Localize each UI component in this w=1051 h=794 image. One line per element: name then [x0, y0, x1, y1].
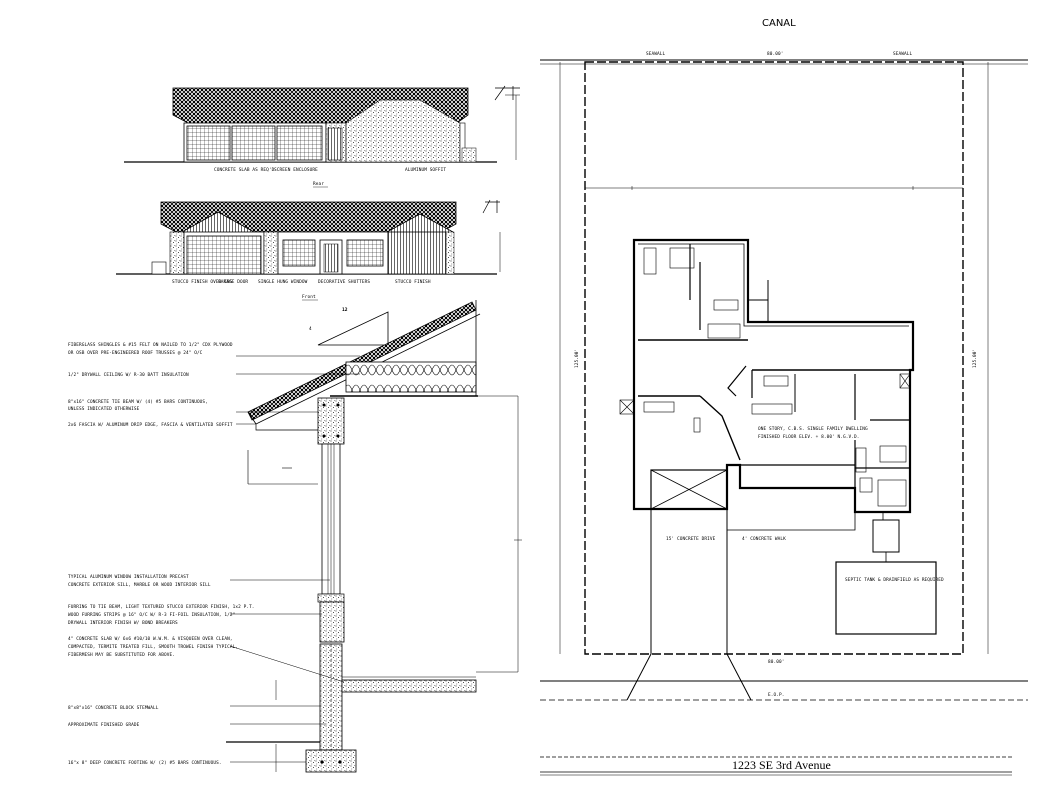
- section-note-12: 4" CONCRETE SLAB W/ 6x6 #10/10 W.W.M. & …: [68, 636, 233, 642]
- right-dim: 125.00': [972, 349, 978, 368]
- top-dim-right: SEAWALL: [893, 51, 912, 57]
- section-note-5: UNLESS INDICATED OTHERWISE: [68, 406, 140, 412]
- walk-label: 4' CONCRETE WALK: [742, 536, 786, 542]
- section-note-16: APPROXIMATE FINISHED GRADE: [68, 722, 140, 728]
- section-note-3: 1/2" DRYWALL CEILING W/ R-30 BATT INSULA…: [68, 372, 189, 378]
- rear-elevation-title: Rear: [313, 181, 324, 187]
- section-note-14: FIBERMESH MAY BE SUBSTITUTED FOR ABOVE.: [68, 652, 175, 658]
- section-note-13: COMPACTED, TERMITE TREATED FILL, SMOOTH …: [68, 644, 238, 650]
- section-note-1: FIBERGLASS SHINGLES & #15 FELT ON NAILED…: [68, 342, 233, 348]
- drive-label: 15' CONCRETE DRIVE: [666, 536, 716, 542]
- section-note-8: CONCRETE EXTERIOR SILL, MARBLE OR WOOD I…: [68, 582, 211, 588]
- dwelling-note-1: ONE STORY, C.B.S. SINGLE FAMILY DWELLING: [758, 426, 868, 432]
- rear-note-1: CONCRETE SLAB AS REQ'D: [214, 167, 275, 173]
- section-note-11: DRYWALL INTERIOR FINISH W/ BOND BREAKERS: [68, 620, 178, 626]
- front-elevation: STUCCO FINISH OVER CBS GARAGE DOOR SINGL…: [116, 199, 501, 301]
- front-elevation-title: Front: [302, 294, 316, 300]
- section-note-10: WOOD FURRING STRIPS @ 16" O/C W/ R-3 FI-…: [68, 612, 235, 618]
- rear-note-3: ALUMINUM SOFFIT: [405, 167, 446, 173]
- section-note-15: 8"x8"x16" CONCRETE BLOCK STEMWALL: [68, 705, 159, 711]
- section-note-2: OR OSB OVER PRE-ENGINEERED ROOF TRUSSES …: [68, 350, 203, 356]
- eop-label: E.O.P.: [768, 692, 784, 698]
- canal-label: CANAL: [762, 18, 796, 29]
- septic-label: SEPTIC TANK & DRAINFIELD AS REQUIRED: [845, 577, 944, 583]
- front-note-2: GARAGE DOOR: [218, 279, 248, 285]
- house-footprint: [619, 238, 915, 514]
- septic-system: [835, 512, 937, 635]
- top-dim-center: 80.00': [767, 51, 783, 57]
- section-note-9: FURRING TO TIE BEAM, LIGHT TEXTURED STUC…: [68, 604, 255, 610]
- wall-section-detail: 12 4: [68, 300, 522, 773]
- section-note-4: 8"x16" CONCRETE TIE BEAM W/ (4) #5 BARS …: [68, 399, 208, 405]
- dwelling-note-2: FINISHED FLOOR ELEV. + 8.00' N.G.V.D.: [758, 434, 860, 440]
- pitch-label: 12: [342, 307, 348, 313]
- top-dim-left: SEAWALL: [646, 51, 665, 57]
- left-dim: 125.00': [574, 349, 580, 368]
- front-note-1: STUCCO FINISH OVER CBS: [172, 279, 233, 285]
- rear-elevation: CONCRETE SLAB AS REQ'D SCREEN ENCLOSURE …: [124, 85, 520, 188]
- bottom-dim-text: 80.00': [768, 659, 784, 665]
- pitch-rise: 4: [309, 326, 312, 332]
- address-label: 1223 SE 3rd Avenue: [732, 758, 831, 772]
- concrete-drive: [626, 488, 856, 701]
- section-note-6: 2x6 FASCIA W/ ALUMINUM DRIP EDGE, FASCIA…: [68, 422, 233, 428]
- front-note-4: DECORATIVE SHUTTERS: [318, 279, 370, 285]
- rear-note-2: SCREEN ENCLOSURE: [274, 167, 318, 173]
- site-plan: CANAL SEAWALL 80.00' SEAWALL 125.00' 125…: [540, 18, 1028, 776]
- front-note-3: SINGLE HUNG WINDOW: [258, 279, 308, 285]
- front-note-5: STUCCO FINISH: [395, 279, 431, 285]
- section-note-7: TYPICAL ALUMINUM WINDOW INSTALLATION PRE…: [68, 574, 189, 580]
- section-note-17: 16"x 8" DEEP CONCRETE FOOTING W/ (2) #5 …: [68, 760, 222, 766]
